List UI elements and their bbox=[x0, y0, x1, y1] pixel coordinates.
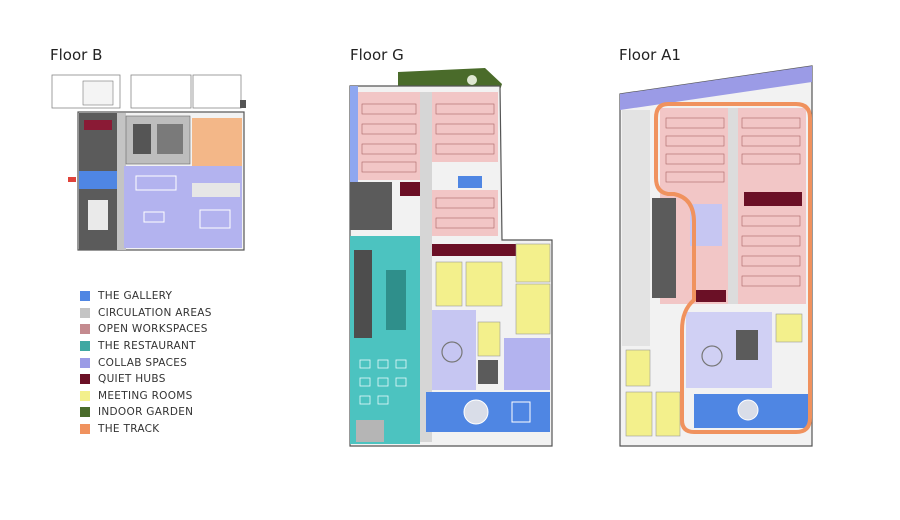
collab-space bbox=[350, 86, 358, 182]
collab-space bbox=[686, 312, 772, 388]
open-workspace bbox=[432, 190, 498, 236]
floor-a1-core bbox=[736, 330, 758, 360]
legend-item: THE TRACK bbox=[80, 421, 212, 438]
collab-space bbox=[432, 310, 476, 390]
floor-a1-core bbox=[652, 198, 676, 298]
collab-space bbox=[620, 66, 812, 110]
legend-swatch bbox=[80, 291, 90, 302]
meeting-room bbox=[515, 243, 551, 283]
floor-b-upper-room bbox=[82, 80, 114, 106]
the-track-loop bbox=[654, 102, 812, 434]
restaurant-counter bbox=[386, 270, 406, 330]
gallery-feature bbox=[737, 399, 759, 421]
floor-b-table bbox=[143, 211, 165, 223]
legend-swatch bbox=[80, 407, 90, 418]
floor-b-table bbox=[135, 175, 177, 191]
quiet-hub-row bbox=[432, 244, 516, 256]
gallery bbox=[458, 176, 482, 188]
legend-swatch bbox=[80, 357, 90, 368]
floor-g-kitchen bbox=[354, 250, 372, 338]
floor-b-marker bbox=[68, 177, 76, 182]
floor-a1-stair-spiral bbox=[701, 345, 723, 367]
meeting-room bbox=[625, 391, 653, 437]
circulation bbox=[420, 92, 432, 442]
legend-item: THE RESTAURANT bbox=[80, 338, 212, 355]
legend-label: THE GALLERY bbox=[98, 290, 173, 303]
open-workspace bbox=[432, 92, 498, 162]
legend-item: OPEN WORKSPACES bbox=[80, 321, 212, 338]
quiet-hub bbox=[400, 182, 420, 196]
floor-b-counter bbox=[192, 183, 240, 197]
legend-swatch bbox=[80, 390, 90, 401]
meeting-room bbox=[465, 261, 503, 307]
legend-label: CIRCULATION AREAS bbox=[98, 306, 212, 319]
meeting-room bbox=[435, 261, 463, 307]
meeting-room bbox=[477, 321, 501, 357]
circulation bbox=[622, 110, 650, 346]
legend-item: CIRCULATION AREAS bbox=[80, 305, 212, 322]
circulation bbox=[728, 108, 738, 304]
legend-swatch bbox=[80, 341, 90, 352]
floor-b-table bbox=[199, 209, 231, 229]
legend-label: QUIET HUBS bbox=[98, 373, 166, 386]
floor-a1-title: Floor A1 bbox=[619, 46, 681, 64]
meeting-room bbox=[775, 313, 803, 343]
desk-rows bbox=[361, 103, 495, 229]
legend-item: THE GALLERY bbox=[80, 288, 212, 305]
legend-label: MEETING ROOMS bbox=[98, 389, 193, 402]
meeting-room bbox=[655, 391, 681, 437]
indoor-garden bbox=[398, 68, 502, 90]
legend-swatch bbox=[80, 307, 90, 318]
meeting-room bbox=[625, 349, 651, 387]
floor-g-stair-spiral bbox=[441, 341, 463, 363]
floor-g-core bbox=[350, 182, 392, 230]
floor-b-title: Floor B bbox=[50, 46, 103, 64]
floor-g-core bbox=[478, 360, 498, 384]
collab-space bbox=[124, 166, 242, 248]
collab-space bbox=[504, 338, 550, 390]
floor-b-upper-room bbox=[130, 74, 192, 109]
floor-g-plan bbox=[349, 68, 553, 447]
floor-b-stair bbox=[88, 200, 108, 230]
legend-label: COLLAB SPACES bbox=[98, 356, 188, 369]
floor-g-title: Floor G bbox=[350, 46, 404, 64]
floor-b-plan bbox=[51, 74, 246, 251]
quiet-hub-row bbox=[696, 290, 726, 302]
legend-label: THE RESTAURANT bbox=[98, 340, 196, 353]
quiet-hub bbox=[84, 120, 112, 130]
floor-b-column bbox=[240, 100, 246, 108]
gallery-feature bbox=[463, 399, 489, 425]
quiet-hub-row bbox=[744, 192, 802, 206]
legend: THE GALLERY CIRCULATION AREAS OPEN WORKS… bbox=[80, 288, 212, 437]
floor-a1-plan bbox=[619, 65, 813, 447]
legend-label: THE TRACK bbox=[98, 423, 160, 436]
floor-g-stair bbox=[356, 420, 384, 442]
garden-feature bbox=[467, 75, 477, 85]
legend-label: INDOOR GARDEN bbox=[98, 406, 194, 419]
legend-swatch bbox=[80, 374, 90, 385]
floor-b-service bbox=[157, 124, 183, 154]
restaurant-tables bbox=[359, 359, 407, 405]
desk-rows bbox=[665, 117, 801, 287]
legend-item: MEETING ROOMS bbox=[80, 388, 212, 405]
open-workspace bbox=[358, 92, 420, 180]
gallery-table bbox=[511, 401, 531, 423]
floor-b-upper-room bbox=[192, 74, 242, 109]
circulation bbox=[117, 113, 126, 250]
legend-label: OPEN WORKSPACES bbox=[98, 323, 208, 336]
legend-item: COLLAB SPACES bbox=[80, 354, 212, 371]
meeting-room bbox=[515, 283, 551, 335]
legend-item: INDOOR GARDEN bbox=[80, 404, 212, 421]
floor-b-service bbox=[133, 124, 151, 154]
legend-swatch bbox=[80, 324, 90, 335]
gallery bbox=[79, 171, 117, 189]
legend-swatch bbox=[80, 424, 90, 435]
legend-item: QUIET HUBS bbox=[80, 371, 212, 388]
